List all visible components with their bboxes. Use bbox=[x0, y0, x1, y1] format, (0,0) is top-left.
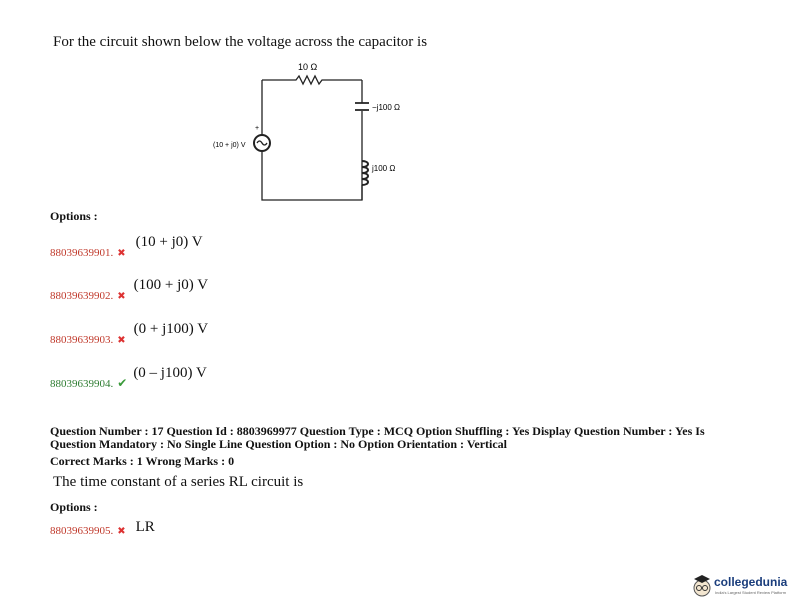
marks-info: Correct Marks : 1 Wrong Marks : 0 bbox=[50, 454, 235, 468]
inductor-label: j100 Ω bbox=[371, 164, 395, 173]
wrong-icon: ✖ bbox=[117, 291, 126, 302]
question-text: For the circuit shown below the voltage … bbox=[53, 34, 428, 50]
wrong-icon: ✖ bbox=[117, 248, 126, 259]
option-id: 88039639902. bbox=[50, 290, 114, 302]
option-1[interactable]: 88039639905.✖ LR bbox=[50, 518, 155, 537]
options-label: Options : bbox=[50, 500, 98, 514]
option-id: 88039639901. bbox=[50, 247, 114, 259]
source-label: (10 + j0) V bbox=[213, 142, 246, 149]
option-id: 88039639904. bbox=[50, 378, 114, 390]
option-text: (0 – j100) V bbox=[133, 365, 207, 381]
wrong-icon: ✖ bbox=[117, 526, 126, 537]
question-meta-line2: Question Mandatory : No Single Line Ques… bbox=[50, 437, 508, 451]
question-meta-line1: Question Number : 17 Question Id : 88039… bbox=[50, 424, 705, 438]
inductor bbox=[361, 160, 369, 186]
options-label: Options : bbox=[50, 209, 98, 223]
option-text: (10 + j0) V bbox=[135, 234, 203, 250]
circuit-diagram: 10 Ω −j100 Ω j100 Ω (10 + j0) V + bbox=[213, 62, 400, 201]
option-4[interactable]: 88039639904.✔ (0 – j100) V bbox=[50, 364, 207, 390]
resistor bbox=[262, 74, 362, 86]
option-id: 88039639903. bbox=[50, 334, 114, 346]
option-text: LR bbox=[135, 519, 155, 535]
option-3[interactable]: 88039639903.✖ (0 + j100) V bbox=[50, 320, 209, 346]
logo-mascot-icon bbox=[693, 575, 711, 597]
capacitor bbox=[355, 102, 369, 111]
question-text: The time constant of a series RL circuit… bbox=[53, 474, 304, 490]
ac-source bbox=[253, 134, 271, 152]
option-1[interactable]: 88039639901.✖ (10 + j0) V bbox=[50, 233, 203, 259]
wrong-icon: ✖ bbox=[117, 335, 126, 346]
option-text: (0 + j100) V bbox=[133, 321, 209, 337]
resistor-label: 10 Ω bbox=[298, 62, 318, 72]
option-2[interactable]: 88039639902.✖ (100 + j0) V bbox=[50, 276, 209, 302]
option-id: 88039639905. bbox=[50, 525, 114, 537]
check-icon: ✔ bbox=[117, 376, 128, 390]
capacitor-label: −j100 Ω bbox=[372, 103, 400, 112]
polarity-label: + bbox=[255, 125, 259, 132]
option-text: (100 + j0) V bbox=[133, 277, 209, 293]
